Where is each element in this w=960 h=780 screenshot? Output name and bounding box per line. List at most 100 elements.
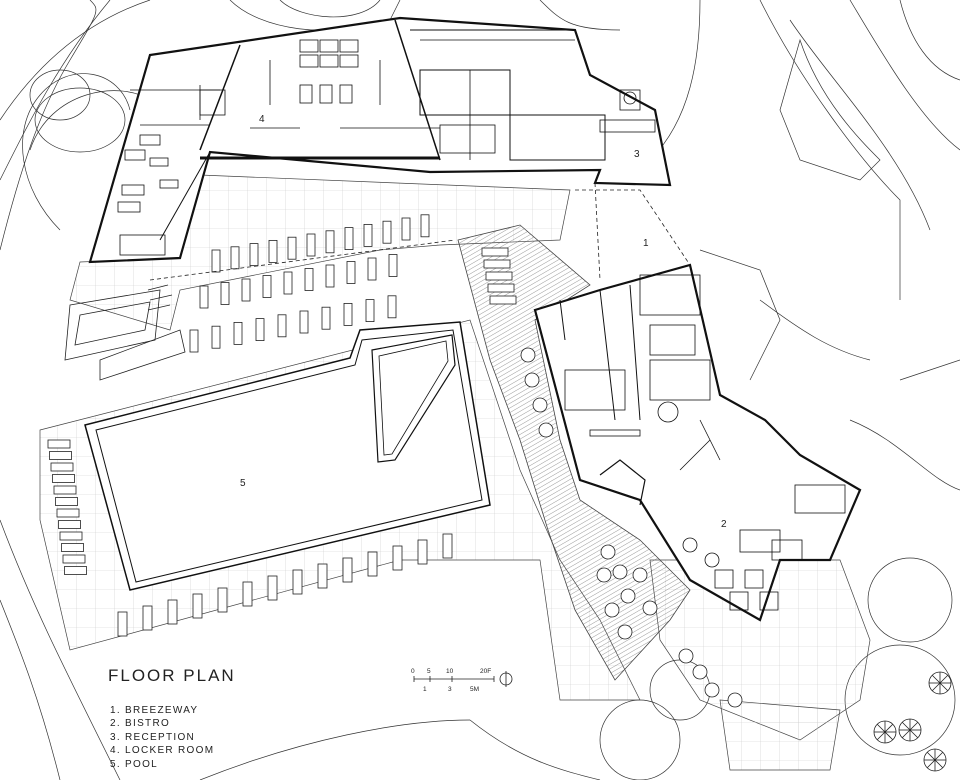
cafe-table	[617, 624, 633, 640]
lounge-chair	[117, 611, 128, 637]
lounge-chair	[292, 569, 303, 595]
lounge-chair	[299, 310, 309, 334]
lounge-chair	[192, 593, 203, 619]
cafe-table	[524, 372, 540, 388]
scale-meter-1: 1	[423, 686, 427, 693]
room-number-bistro: 2	[721, 519, 727, 530]
lounge-chair	[343, 302, 353, 326]
lounge-chair	[249, 243, 259, 267]
lounge-chair	[325, 264, 335, 288]
lounge-chair	[489, 295, 517, 305]
cafe-table	[596, 567, 612, 583]
scale-meter-5: 5M	[470, 686, 479, 693]
tree-branch	[939, 682, 949, 692]
lounge-chair	[388, 254, 398, 277]
lounge-chair	[442, 533, 453, 559]
lounge-chair	[321, 306, 331, 330]
tree-branch	[909, 721, 919, 731]
lounge-chair	[382, 220, 392, 244]
lounge-chair	[304, 268, 314, 291]
lounge-chair	[342, 557, 353, 583]
lounge-chair	[64, 566, 87, 575]
lounge-chair	[62, 554, 86, 564]
lounge-chair	[401, 217, 411, 241]
scale-bar	[413, 671, 513, 687]
cafe-table	[604, 602, 620, 618]
tree-branch	[926, 751, 936, 761]
room-legend: 1. BREEZEWAY 2. BISTRO 3. RECEPTION 4. L…	[110, 704, 214, 771]
cafe-table	[532, 397, 548, 413]
lounge-chair	[344, 227, 354, 251]
lounge-chair	[277, 314, 287, 338]
lounge-chair	[220, 282, 230, 305]
room-number-locker-room: 4	[259, 114, 265, 125]
lounge-chair	[483, 259, 511, 269]
pool	[84, 321, 491, 591]
lounge-chair	[367, 257, 377, 281]
lounge-chair	[47, 439, 71, 449]
lounge-chair	[387, 295, 397, 319]
legend-item-pool: 5. POOL	[110, 758, 159, 770]
stair-ramp	[64, 284, 186, 381]
lounge-chair	[255, 318, 265, 342]
hatched-walkway	[457, 224, 691, 681]
lounge-chair	[53, 485, 77, 495]
legend-item-locker-room: 4. LOCKER ROOM	[110, 745, 215, 757]
trees	[873, 671, 952, 772]
cafe-table	[632, 567, 648, 583]
lounge-chair	[142, 605, 153, 631]
lounge-chair	[283, 271, 293, 295]
legend-item-bistro: 2. BISTRO	[110, 718, 171, 730]
lounge-chair	[242, 581, 253, 607]
lounge-chair	[189, 329, 199, 353]
main-building	[88, 16, 672, 264]
cafe-tables	[520, 347, 743, 708]
cafe-table	[538, 422, 554, 438]
lounge-chair	[58, 520, 81, 529]
cafe-table	[704, 682, 720, 698]
tree-branch	[931, 674, 941, 684]
lounge-chair	[420, 214, 430, 238]
lounge-chair	[287, 236, 297, 260]
scale-meter-3: 3	[448, 686, 452, 693]
lounge-chair	[233, 321, 243, 345]
cafe-table	[642, 600, 658, 616]
lounge-chair	[52, 474, 75, 483]
tree-branch	[934, 751, 944, 761]
legend-item-breezeway: 1. BREEZEWAY	[110, 705, 199, 716]
page-title: FLOOR PLAN	[108, 666, 236, 685]
cafe-table	[692, 664, 708, 680]
lounge-chair	[49, 451, 72, 460]
lounge-chair	[59, 531, 83, 541]
breezeway	[149, 182, 691, 281]
tree-branch	[884, 723, 894, 733]
lounge-chair	[392, 545, 403, 571]
lounge-chair	[211, 249, 221, 273]
tree-branch	[884, 731, 894, 741]
lounge-chair	[50, 462, 74, 472]
lounge-chair	[267, 575, 278, 601]
lounge-chair	[211, 325, 221, 349]
tree-branch	[901, 721, 911, 731]
scale-foot-10: 10	[446, 668, 454, 675]
scale-foot-20: 20F	[480, 668, 491, 675]
lounge-chair	[487, 283, 515, 293]
lounge-chair	[217, 587, 228, 613]
tree-branch	[934, 759, 944, 769]
lounge-chair	[167, 599, 178, 625]
lounge-chair	[363, 223, 373, 247]
cafe-table	[620, 588, 636, 604]
lounge-chair	[417, 539, 428, 565]
cafe-table	[727, 692, 743, 708]
lounge-chair	[199, 285, 209, 309]
room-number-breezeway: 1	[643, 238, 649, 249]
lounge-chairs	[47, 214, 517, 637]
lounge-chair	[367, 551, 378, 577]
lounge-chair	[306, 233, 316, 257]
tree-branch	[931, 682, 941, 692]
scale-foot-0: 0	[411, 668, 415, 675]
cafe-table	[678, 648, 694, 664]
lounge-chair	[230, 246, 240, 270]
